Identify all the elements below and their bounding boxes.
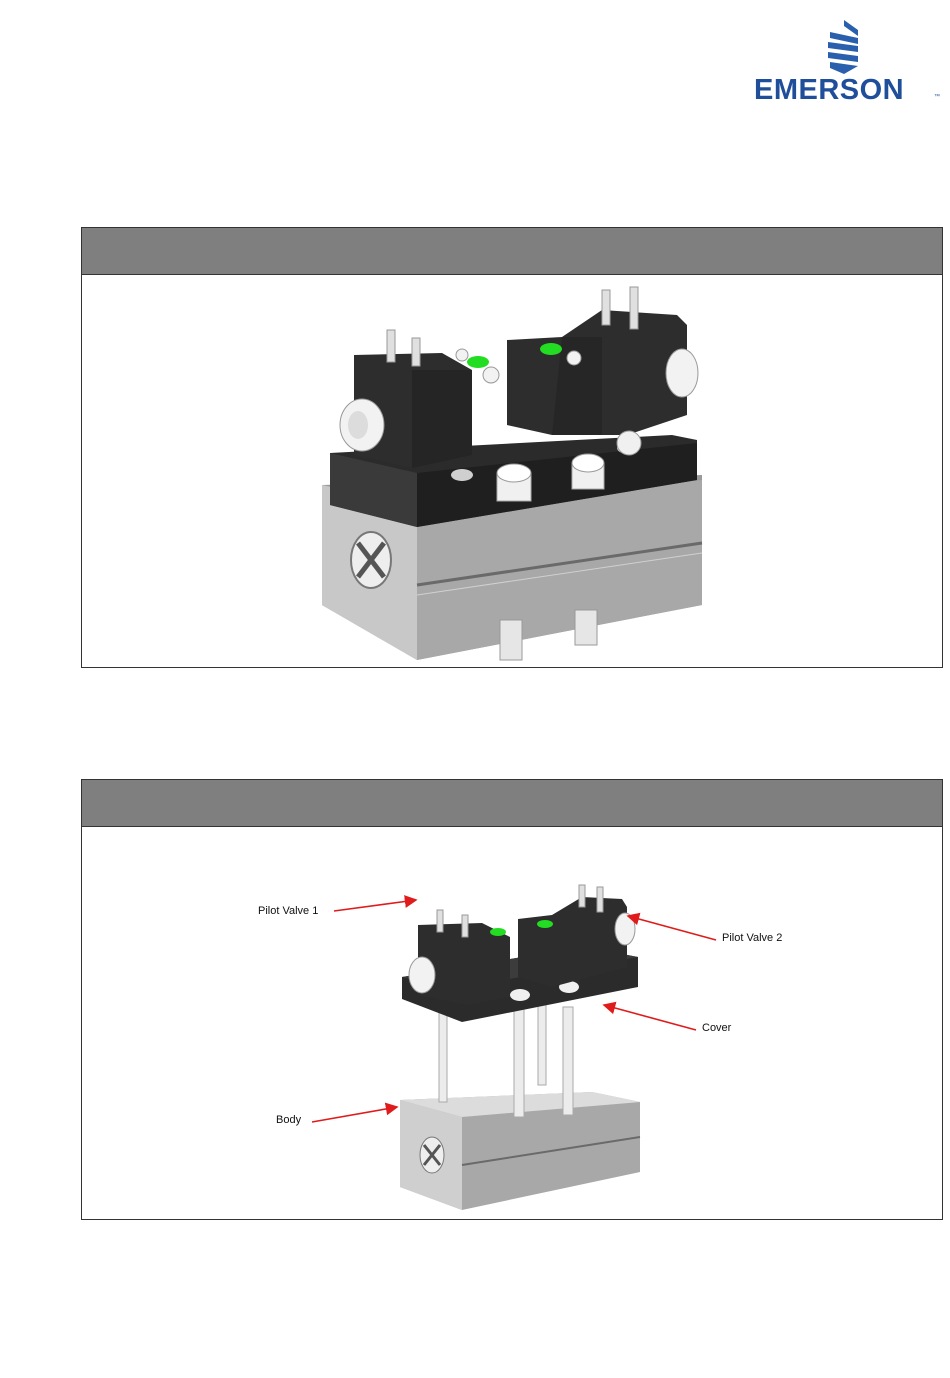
arrow-body [312, 1107, 397, 1122]
emerson-logo: EMERSON ™ [748, 16, 944, 106]
figure-body [82, 275, 942, 667]
pilot-valve-2-connector [666, 349, 698, 397]
bottom-pin [500, 620, 522, 660]
brand-wordmark: EMERSON [754, 74, 904, 107]
callout-pilot-valve-1: Pilot Valve 1 [258, 905, 318, 917]
trademark-symbol: ™ [934, 94, 940, 100]
arrow-pilot-valve-2 [628, 916, 716, 940]
figure-assembled-valve [81, 227, 943, 668]
figure-header [82, 228, 942, 275]
pilot-valve-2-indicator [540, 343, 562, 355]
figure-body: Pilot Valve 1 Pilot Valve 2 Cover Body [82, 827, 942, 1219]
arrow-cover [604, 1005, 696, 1030]
pilot-valve-1-indicator [467, 356, 489, 368]
assembled-valve-illustration [82, 275, 942, 668]
figure-exploded-valve: Pilot Valve 1 Pilot Valve 2 Cover Body [81, 779, 943, 1220]
arrow-pilot-valve-1 [334, 900, 416, 911]
exploded-valve-illustration [82, 827, 942, 1220]
callout-pilot-valve-2: Pilot Valve 2 [722, 932, 782, 944]
callout-cover: Cover [702, 1022, 731, 1034]
callout-body: Body [276, 1114, 301, 1126]
bottom-pin [575, 610, 597, 645]
figure-header [82, 780, 942, 827]
